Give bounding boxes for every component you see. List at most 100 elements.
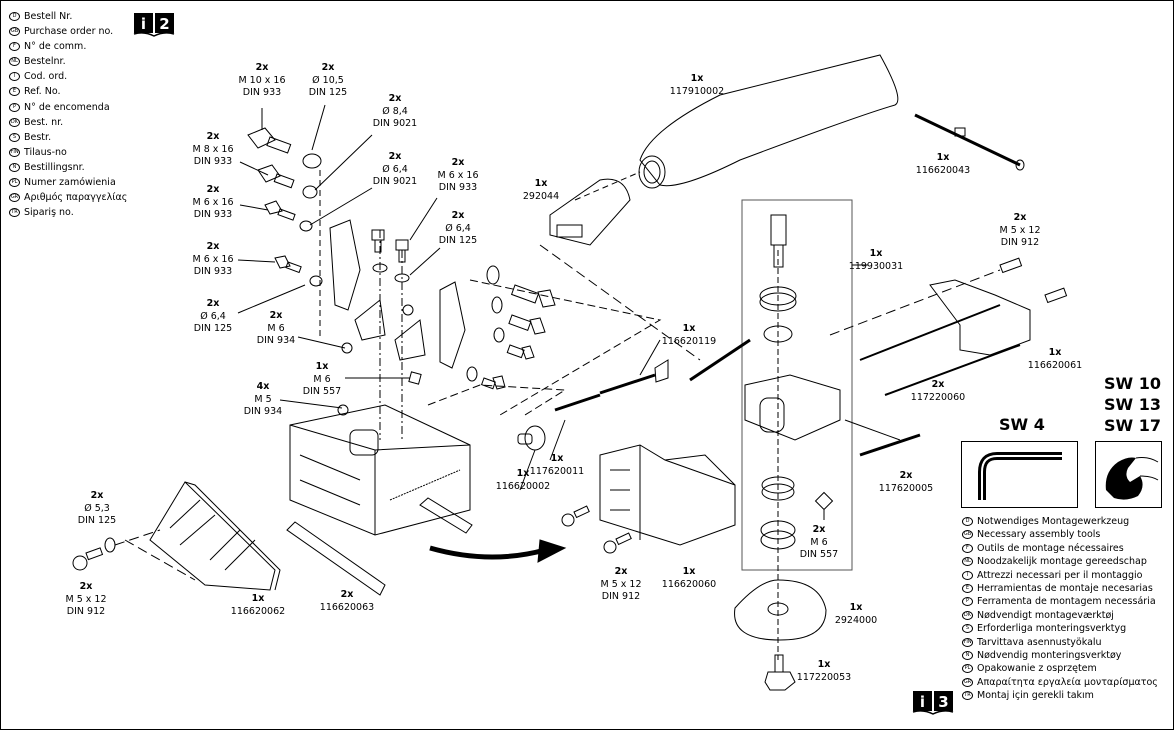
part-standard: DIN 557 (799, 549, 839, 560)
part-number: Ø 5,3 (84, 502, 110, 514)
legend-text: Tilaus-no (24, 146, 67, 158)
part-number: 116620061 (1027, 359, 1083, 371)
part-number: M 5 x 12 (600, 578, 642, 590)
part-number: M 6 x 16 (437, 169, 479, 181)
language-code-icon: I (962, 570, 973, 580)
part-standard: DIN 9021 (372, 118, 418, 129)
part-number: M 6 x 16 (192, 196, 234, 208)
language-code-icon: TR (9, 208, 20, 218)
front-guard-drawing (150, 482, 280, 590)
book-letter: i (920, 693, 925, 711)
part-quantity: 2x (451, 157, 465, 168)
legend-text: Best. nr. (24, 116, 64, 128)
legend-text: Cod. ord. (24, 71, 68, 83)
legend-text: Bestell Nr. (24, 11, 73, 22)
part-number: M 5 (254, 393, 272, 405)
language-code-icon: PL (9, 178, 20, 188)
part-quantity: 2x (255, 62, 269, 73)
part-quantity: 2x (206, 131, 220, 142)
part-quantity: 1x (516, 468, 530, 479)
part-standard: DIN 933 (193, 266, 233, 277)
part-quantity: 1x (936, 152, 950, 163)
part-number: 116620063 (319, 601, 375, 613)
part-number: M 6 x 16 (192, 253, 234, 265)
bearing-set-box (742, 200, 852, 570)
legend-text: Numer zamówienia (24, 177, 116, 189)
part-quantity: 2x (388, 151, 402, 162)
part-standard: DIN 934 (256, 335, 296, 346)
part-number: M 8 x 16 (192, 143, 234, 155)
part-number: 117620011 (529, 465, 585, 477)
legend-text: Tarvittava asennustyökalu (977, 636, 1102, 648)
legend-row: D Bestell Nr. (9, 9, 127, 24)
language-code-icon: GB (962, 530, 973, 540)
language-code-icon: D (9, 12, 20, 21)
part-quantity: 2x (1013, 212, 1027, 223)
language-code-icon: D (962, 517, 973, 526)
part-number: 116620060 (661, 578, 717, 590)
arbor-bolt-drawing (765, 672, 795, 690)
language-code-icon: S (9, 132, 20, 142)
legend-text: Bestillingsnr. (24, 161, 85, 173)
part-quantity: 1x (682, 323, 696, 334)
housing-drawing (290, 405, 470, 535)
part-quantity: 2x (388, 93, 402, 104)
legend-text: Necessary assembly tools (977, 529, 1101, 541)
legend-text: Απαραίτητα εργαλεία μονταρίσματος (977, 676, 1158, 688)
part-standard: DIN 933 (438, 182, 478, 193)
legend-text: Ferramenta de montagem necessária (977, 596, 1156, 608)
part-quantity: 2x (451, 210, 465, 221)
part-number: M 6 (810, 536, 828, 548)
part-number: 116620043 (915, 164, 971, 176)
part-standard: DIN 912 (601, 591, 641, 602)
legend-text: Purchase order no. (24, 26, 114, 38)
part-number: 2924000 (834, 614, 878, 626)
part-number: M 5 x 12 (999, 224, 1041, 236)
legend-row: TR Sipariş no. (9, 205, 127, 220)
book-number: 2 (159, 15, 169, 33)
language-code-icon: GR (9, 193, 20, 203)
language-code-icon: N (9, 162, 20, 172)
bracket-left (330, 220, 360, 310)
cutter-disc-drawing (735, 580, 826, 640)
part-number: Ø 10,5 (312, 74, 344, 86)
legend-row: N Bestillingsnr. (9, 160, 127, 175)
part-standard: DIN 912 (1000, 237, 1040, 248)
part-number: M 10 x 16 (238, 74, 286, 86)
part-quantity: 1x (251, 593, 265, 604)
bolt-group-left (248, 128, 421, 415)
bag-clip-drawing (915, 115, 1020, 165)
part-quantity: 2x (614, 566, 628, 577)
legend-text: Bestr. (24, 131, 52, 143)
part-standard: DIN 125 (77, 515, 117, 526)
legend-text: Sipariş no. (24, 207, 74, 219)
legend-text: Notwendiges Montagewerkzeug (977, 516, 1130, 527)
part-quantity: 4x (256, 381, 270, 392)
part-quantity: 2x (90, 490, 104, 501)
part-number: 116620062 (230, 605, 286, 617)
